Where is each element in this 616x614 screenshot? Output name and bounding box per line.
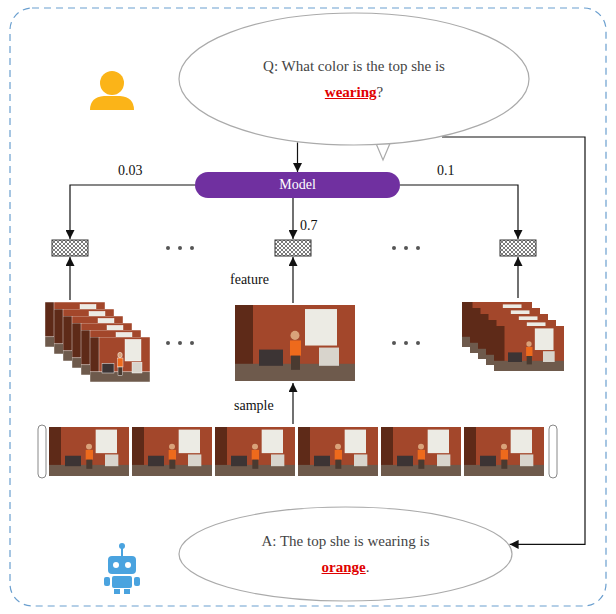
attention-weight: 0.03 <box>118 163 143 179</box>
node-text: Q: What color is the top she is <box>263 58 445 74</box>
sampled-frame <box>235 305 355 381</box>
bubble-ellipse <box>179 507 512 601</box>
feature-boxes <box>52 240 536 256</box>
question-bubble: Q: What color is the top she is wearing? <box>178 12 530 146</box>
highlighted-word: wearing <box>325 84 377 100</box>
answer-bubble: A: The top she is wearing is orange. <box>178 506 513 602</box>
step-label: sample <box>234 398 274 414</box>
node-text: A: The top she is wearing is <box>261 533 429 549</box>
bubble-ellipse <box>179 13 529 145</box>
node-text: Model <box>279 177 316 192</box>
bubble-outline <box>178 12 530 146</box>
video-strip <box>38 425 557 478</box>
left-frame-stack <box>45 302 150 382</box>
attention-weight: 0.7 <box>300 218 318 234</box>
flow-arrow <box>297 142 298 172</box>
bubble-outline <box>178 506 513 602</box>
node-text: ? <box>377 84 384 100</box>
highlighted-word: orange <box>322 559 366 575</box>
node-text: . <box>366 559 370 575</box>
attention-arrows <box>70 185 518 424</box>
dashed-frame <box>10 8 606 606</box>
model-block: Model <box>195 172 400 198</box>
step-label: feature <box>230 272 269 288</box>
flow-arrow <box>442 137 585 544</box>
robot-icon <box>104 543 140 594</box>
right-frame-stack <box>462 302 564 371</box>
user-icon <box>90 71 134 110</box>
attention-weight: 0.1 <box>437 163 455 179</box>
